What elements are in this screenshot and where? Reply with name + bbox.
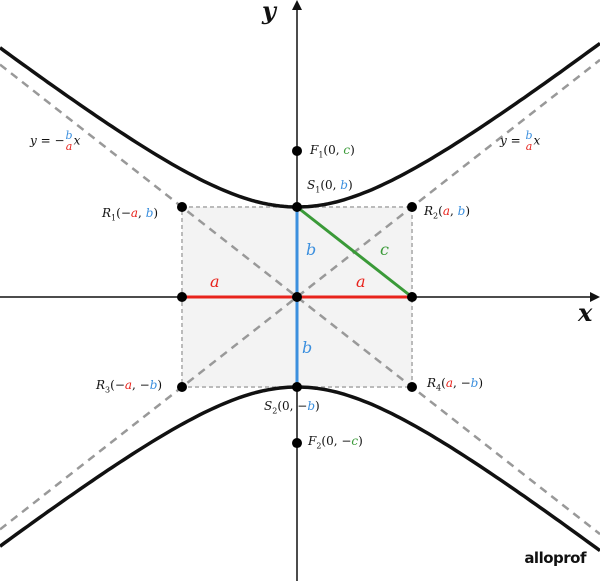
corner-r1-point — [177, 202, 187, 212]
alloprof-logo: alloprof — [524, 549, 586, 567]
segment-b-label-lower: b — [302, 338, 313, 357]
point-a-right-point — [407, 292, 417, 302]
corner-r3-label: R3(−a, −b) — [96, 378, 163, 395]
segment-a-label-left: a — [210, 272, 220, 291]
focus-f2-label: F2(0, −c) — [308, 434, 363, 451]
segment-c-label: c — [380, 240, 389, 259]
corner-r2-point — [407, 202, 417, 212]
corner-r3-point — [177, 382, 187, 392]
corner-r4-point — [407, 382, 417, 392]
vertex-s2-point — [292, 382, 302, 392]
segment-c — [296, 205, 413, 299]
point-a-left-point — [177, 292, 187, 302]
focus-f2-point — [292, 438, 302, 449]
focus-f1-label: F1(0, c) — [310, 143, 355, 160]
center-point — [292, 292, 302, 302]
corner-r1-label: R1(−a, b) — [102, 206, 159, 223]
corner-r4-label: R4(a, −b) — [427, 376, 484, 393]
y-axis-arrow-icon — [292, 0, 302, 10]
vertex-s2-label: S2(0, −b) — [264, 399, 320, 416]
x-axis-arrow-icon — [590, 292, 600, 302]
vertex-s1-label: S1(0, b) — [307, 178, 353, 195]
vertex-s1-point — [292, 202, 302, 212]
x-axis-label: x — [578, 298, 593, 327]
segment-b-label-upper: b — [306, 240, 317, 259]
focus-f1-point — [292, 145, 302, 156]
y-axis-label: y — [262, 0, 276, 25]
hyperbola-upper-branch — [0, 41, 600, 209]
corner-r2-label: R2(a, b) — [424, 204, 470, 221]
segment-a-label-right: a — [356, 272, 366, 291]
